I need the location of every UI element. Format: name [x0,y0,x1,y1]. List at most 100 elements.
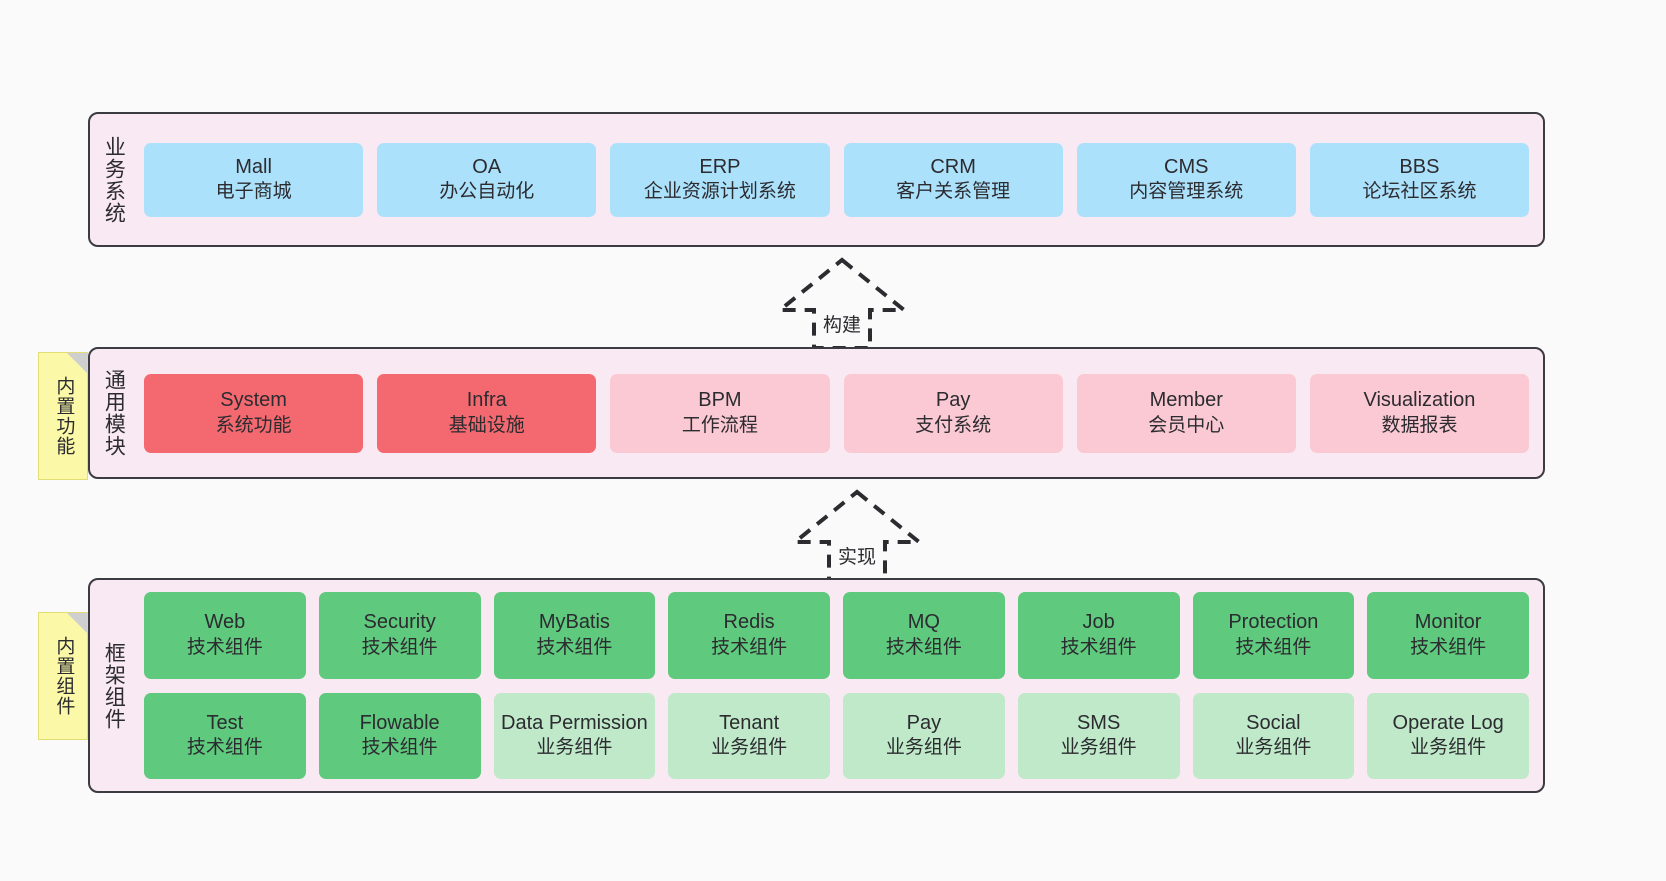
sticky-note-builtin-function: 内置功能 [38,352,88,480]
card-member-en: Member [1149,389,1223,412]
card-member-cn: 会员中心 [1148,414,1225,436]
card-system[interactable]: System 系统功能 [144,373,364,453]
card-mybatis-cn: 技术组件 [536,636,613,658]
card-oa-en: OA [472,155,502,178]
card-social-cn: 业务组件 [1235,737,1312,759]
layer-body-common-module: System 系统功能 Infra 基础设施 BPM 工作流程 Pay 支付系统… [136,349,1543,477]
card-member[interactable]: Member 会员中心 [1076,373,1296,453]
card-sms-en: SMS [1076,711,1121,734]
card-oa-cn: 办公自动化 [439,181,535,203]
card-pay-module-cn: 支付系统 [915,414,992,436]
card-bpm-cn: 工作流程 [681,414,758,436]
card-system-en: System [220,389,287,412]
card-mq[interactable]: MQ 技术组件 [843,592,1005,679]
card-data-permission-cn: 业务组件 [536,737,613,759]
card-job-cn: 技术组件 [1060,636,1137,658]
layer-body-framework-component: Web 技术组件 Security 技术组件 MyBatis 技术组件 Redi… [136,580,1543,791]
card-erp[interactable]: ERP 企业资源计划系统 [610,142,830,217]
card-redis-cn: 技术组件 [711,636,788,658]
card-redis[interactable]: Redis 技术组件 [668,592,830,679]
card-test[interactable]: Test 技术组件 [144,692,306,779]
card-operate-log-en: Operate Log [1392,711,1504,734]
card-bbs-en: BBS [1399,155,1440,178]
card-mybatis[interactable]: MyBatis 技术组件 [493,592,656,679]
card-social[interactable]: Social 业务组件 [1192,692,1355,779]
arrow-build: 构建 [757,254,927,350]
card-test-cn: 技术组件 [186,737,263,759]
card-crm-cn: 客户关系管理 [896,181,1011,203]
card-tenant-cn: 业务组件 [711,737,788,759]
card-mq-en: MQ [907,611,940,634]
card-pay-module[interactable]: Pay 支付系统 [843,373,1063,453]
card-protection[interactable]: Protection 技术组件 [1192,592,1355,679]
card-tenant-en: Tenant [719,711,780,734]
card-flowable-cn: 技术组件 [361,737,438,759]
card-mybatis-en: MyBatis [538,611,610,634]
card-crm-en: CRM [930,155,976,178]
card-monitor-en: Monitor [1414,611,1482,634]
card-visualization-en: Visualization [1363,389,1476,412]
card-pay-component[interactable]: Pay 业务组件 [843,692,1005,779]
card-protection-en: Protection [1228,611,1319,634]
card-mall[interactable]: Mall 电子商城 [144,142,364,217]
card-security[interactable]: Security 技术组件 [318,592,481,679]
arrow-build-label: 构建 [822,315,862,336]
card-erp-cn: 企业资源计划系统 [643,181,796,203]
layer-title-business-system: 业务系统 [102,135,126,224]
sticky-note-builtin-component: 内置组件 [38,612,88,740]
card-protection-cn: 技术组件 [1235,636,1312,658]
card-pay-component-en: Pay [906,711,942,734]
sticky-note-builtin-function-label: 内置功能 [53,376,75,456]
card-flowable-en: Flowable [359,711,440,734]
card-web-en: Web [204,611,246,634]
card-sms-cn: 业务组件 [1060,737,1137,759]
card-bpm-en: BPM [698,389,742,412]
card-infra-en: Infra [466,389,507,412]
card-test-en: Test [206,711,244,734]
card-monitor-cn: 技术组件 [1410,636,1487,658]
card-cms-cn: 内容管理系统 [1129,181,1244,203]
card-cms-en: CMS [1164,155,1209,178]
layer-framework-component: 框架组件 Web 技术组件 Security 技术组件 MyBatis 技术组件… [88,578,1545,793]
arrow-implement: 实现 [772,486,942,582]
card-monitor[interactable]: Monitor 技术组件 [1367,592,1529,679]
layer-business-system: 业务系统 Mall 电子商城 OA 办公自动化 ERP 企业资源计划系统 CRM… [88,112,1545,247]
card-erp-en: ERP [699,155,741,178]
card-web[interactable]: Web 技术组件 [144,592,306,679]
card-operate-log[interactable]: Operate Log 业务组件 [1367,692,1529,779]
layer-common-module: 通用模块 System 系统功能 Infra 基础设施 BPM 工作流程 Pay… [88,347,1545,479]
card-security-en: Security [363,611,436,634]
card-data-permission-en: Data Permission [501,711,648,734]
sticky-note-builtin-component-label: 内置组件 [53,636,75,716]
card-mall-en: Mall [235,155,272,178]
card-mq-cn: 技术组件 [885,636,962,658]
layer-body-business-system: Mall 电子商城 OA 办公自动化 ERP 企业资源计划系统 CRM 客户关系… [136,114,1543,245]
card-visualization-cn: 数据报表 [1381,414,1458,436]
card-pay-module-en: Pay [935,389,971,412]
layer-title-common-module: 通用模块 [102,369,126,457]
card-mall-cn: 电子商城 [215,181,292,203]
card-redis-en: Redis [723,611,775,634]
card-bbs[interactable]: BBS 论坛社区系统 [1309,142,1530,217]
card-cms[interactable]: CMS 内容管理系统 [1076,142,1296,217]
arrow-implement-label: 实现 [837,547,877,568]
card-bbs-cn: 论坛社区系统 [1362,181,1477,203]
card-security-cn: 技术组件 [361,636,438,658]
card-social-en: Social [1246,711,1301,734]
card-flowable[interactable]: Flowable 技术组件 [318,692,481,779]
card-web-cn: 技术组件 [186,636,263,658]
card-oa[interactable]: OA 办公自动化 [377,142,597,217]
card-crm[interactable]: CRM 客户关系管理 [843,142,1063,217]
card-bpm[interactable]: BPM 工作流程 [610,373,830,453]
layer-title-framework-component: 框架组件 [102,641,126,730]
card-job-en: Job [1082,611,1115,634]
card-data-permission[interactable]: Data Permission 业务组件 [493,692,656,779]
card-visualization[interactable]: Visualization 数据报表 [1309,373,1530,453]
card-job[interactable]: Job 技术组件 [1017,592,1180,679]
card-tenant[interactable]: Tenant 业务组件 [668,692,830,779]
card-system-cn: 系统功能 [215,414,292,436]
card-sms[interactable]: SMS 业务组件 [1017,692,1180,779]
card-infra[interactable]: Infra 基础设施 [377,373,597,453]
card-pay-component-cn: 业务组件 [885,737,962,759]
card-operate-log-cn: 业务组件 [1410,737,1487,759]
